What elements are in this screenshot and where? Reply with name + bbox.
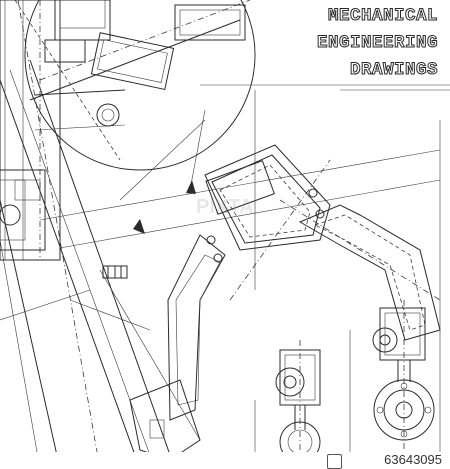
bottom-bracket xyxy=(129,330,351,469)
bolt-fitting xyxy=(102,265,128,279)
title-line-3: DRAWINGS xyxy=(349,60,438,81)
stock-logo-icon xyxy=(327,454,342,469)
title-line-2: ENGINEERING xyxy=(316,33,438,54)
valve-right xyxy=(372,300,435,469)
watermark-text: PIXTA xyxy=(196,196,254,218)
detail-circle xyxy=(14,0,256,171)
valve-left xyxy=(275,340,321,469)
stock-id: 63643095 xyxy=(384,452,442,467)
stock-footer xyxy=(0,452,450,469)
right-guides xyxy=(200,84,450,469)
hex-frame xyxy=(167,144,441,421)
diagonal-beam xyxy=(0,0,176,469)
dimension-lines xyxy=(0,90,441,441)
title-line-1: MECHANICAL xyxy=(327,6,438,27)
